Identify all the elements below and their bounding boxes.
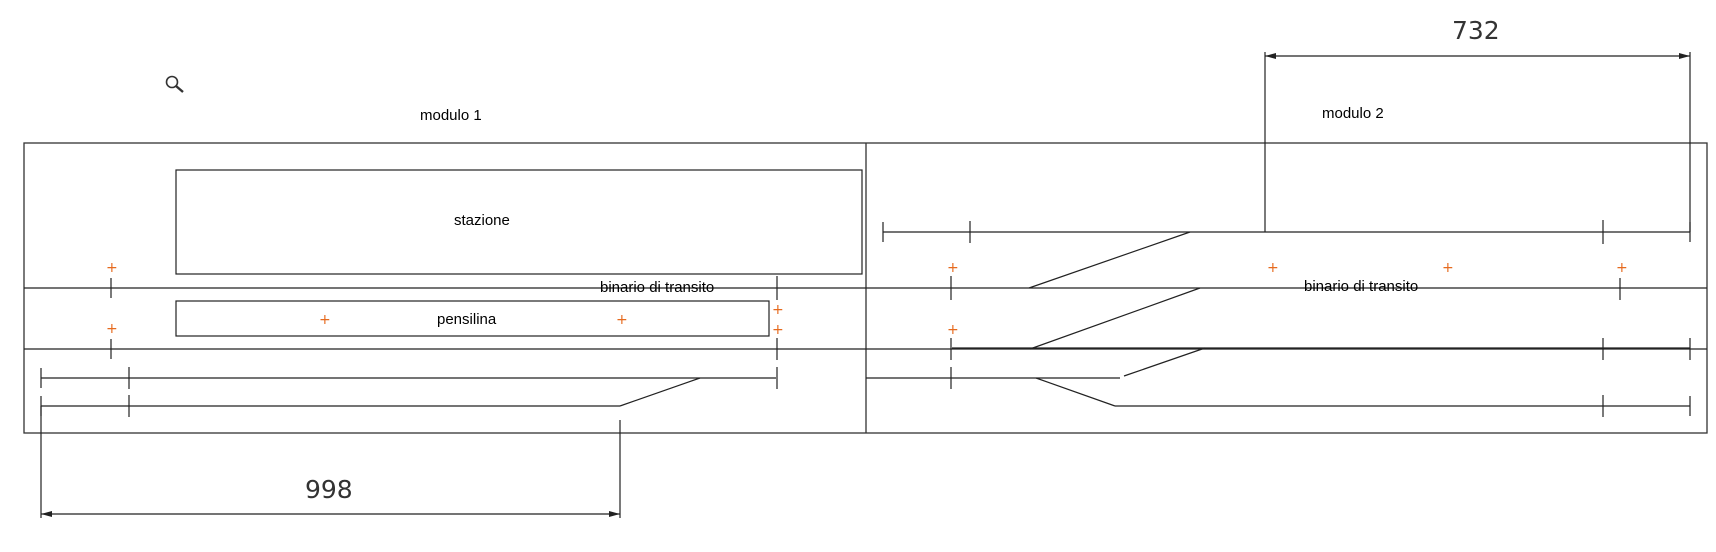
through-track-label-right: binario di transito <box>1304 278 1418 295</box>
module-1-label: modulo 1 <box>420 107 482 124</box>
through-track-label-left: binario di transito <box>600 279 714 296</box>
platform <box>175 300 770 337</box>
svg-text:+: + <box>772 322 784 338</box>
dimension-732 <box>1264 52 1691 232</box>
svg-text:+: + <box>1616 260 1628 276</box>
station-label: stazione <box>454 212 510 229</box>
module-1-tracks <box>40 276 778 417</box>
svg-text:+: + <box>947 260 959 276</box>
magnifier-icon[interactable] <box>165 75 184 93</box>
module-2-label: modulo 2 <box>1322 105 1384 122</box>
svg-text:+: + <box>947 322 959 338</box>
svg-text:+: + <box>772 302 784 318</box>
platform-label: pensilina <box>437 311 497 328</box>
dimension-998 <box>40 406 621 518</box>
module-2-tracks <box>866 220 1691 417</box>
svg-text:+: + <box>106 260 118 276</box>
svg-text:+: + <box>1442 260 1454 276</box>
dimension-732-value: 732 <box>1452 16 1500 45</box>
svg-text:+: + <box>616 312 628 328</box>
svg-text:+: + <box>319 312 331 328</box>
station-building <box>175 169 863 275</box>
plus-marker-icon: + + + + + + + + + + + <box>106 260 1628 338</box>
module-frame <box>23 142 1708 434</box>
svg-text:+: + <box>106 321 118 337</box>
svg-text:+: + <box>1267 260 1279 276</box>
dimension-998-value: 998 <box>305 475 353 504</box>
